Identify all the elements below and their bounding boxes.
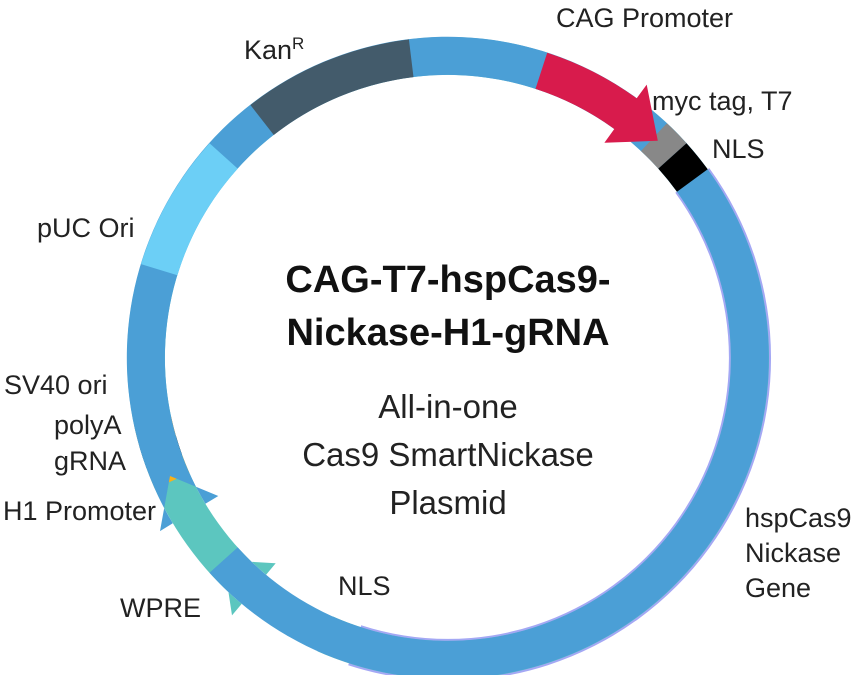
polya-label: polyA (54, 410, 122, 440)
plasmid-subtitle-line1: All-in-one (378, 388, 517, 425)
myc-tag-t7-label: myc tag, T7 (652, 86, 793, 116)
plasmid-subtitle-line2: Cas9 SmartNickase (302, 436, 594, 473)
kanr-label-main: Kan (244, 35, 292, 65)
kanr-segment[interactable] (250, 39, 414, 135)
hspcas9-label-line3: Gene (745, 573, 811, 603)
plasmid-title-line1: CAG-T7-hspCas9- (285, 259, 610, 301)
h1-promoter-label: H1 Promoter (3, 496, 156, 526)
nls-top-segment[interactable] (658, 143, 708, 192)
cag-promoter-label: CAG Promoter (556, 3, 733, 33)
hspcas9-label-line2: Nickase (745, 538, 841, 568)
myc-tag-t7-segment[interactable] (641, 123, 687, 169)
wpre-label: WPRE (120, 593, 201, 623)
puc-ori-label: pUC Ori (37, 213, 135, 243)
hspcas9-label-line1: hspCas9 (745, 503, 851, 533)
grna-label: gRNA (54, 446, 126, 476)
nls-top-label: NLS (712, 134, 765, 164)
sv40-ori-label: SV40 ori (4, 370, 108, 400)
kanr-label-superscript: R (292, 34, 304, 53)
plasmid-title-line2: Nickase-H1-gRNA (286, 312, 609, 354)
nls-bottom-label: NLS (338, 571, 391, 601)
cag-promoter-arrow[interactable] (535, 52, 658, 143)
puc-ori-segment[interactable] (141, 143, 238, 276)
kanr-label: KanR (244, 34, 304, 65)
plasmid-subtitle-line3: Plasmid (389, 484, 506, 521)
